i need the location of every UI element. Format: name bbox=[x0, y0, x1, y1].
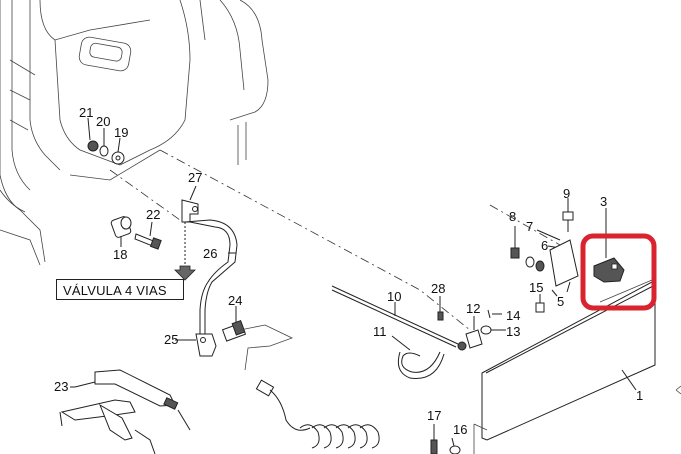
center-line-main bbox=[159, 149, 471, 331]
hose-bracket bbox=[239, 324, 294, 371]
callout-14: 14 bbox=[506, 308, 520, 323]
part-20-washer bbox=[99, 128, 109, 157]
callout-19: 19 bbox=[114, 125, 128, 140]
part-14-pin bbox=[487, 309, 502, 319]
part-7-washer bbox=[525, 229, 561, 268]
valve-label-box: VÁLVULA 4 VIAS bbox=[56, 279, 184, 300]
part-19-washer bbox=[111, 137, 125, 165]
callout-21: 21 bbox=[79, 105, 93, 120]
part-28-screw bbox=[437, 296, 444, 321]
callout-11: 11 bbox=[373, 324, 387, 339]
part-10-rod bbox=[331, 285, 459, 348]
callout-16: 16 bbox=[453, 422, 467, 437]
callout-5: 5 bbox=[557, 294, 564, 309]
edge-mark bbox=[675, 385, 681, 395]
callout-18: 18 bbox=[113, 247, 127, 262]
part-9-screw bbox=[562, 198, 574, 232]
part-25-elbow bbox=[195, 333, 217, 357]
part-26-hose bbox=[184, 219, 238, 335]
callout-7: 7 bbox=[526, 219, 533, 234]
part-21-nut bbox=[87, 117, 99, 152]
callout-13: 13 bbox=[506, 324, 520, 339]
coiled-hose bbox=[255, 379, 380, 449]
callout-25: 25 bbox=[164, 332, 178, 347]
callout-12: 12 bbox=[466, 301, 480, 316]
part-16-washer bbox=[449, 437, 461, 454]
part-22-bolt bbox=[134, 221, 162, 250]
part-17-bolt bbox=[430, 424, 438, 454]
center-line-right bbox=[489, 204, 561, 246]
callout-24: 24 bbox=[228, 293, 242, 308]
center-line-left bbox=[109, 169, 181, 221]
part-23-spray-gun bbox=[59, 369, 191, 454]
valve-label: VÁLVULA 4 VIAS bbox=[63, 283, 167, 298]
callout-23: 23 bbox=[54, 379, 68, 394]
arrow-to-valve bbox=[174, 222, 196, 281]
callout-3: 3 bbox=[600, 194, 607, 209]
part-8-bolt bbox=[510, 226, 520, 259]
leader-11 bbox=[391, 335, 411, 351]
part-18-spacer bbox=[110, 216, 132, 247]
callout-27: 27 bbox=[188, 170, 202, 185]
part-15-block bbox=[535, 294, 545, 313]
part-5-bracket bbox=[549, 239, 579, 293]
callout-20: 20 bbox=[96, 114, 110, 129]
callout-8: 8 bbox=[509, 209, 516, 224]
callout-26: 26 bbox=[203, 246, 217, 261]
leader-lines bbox=[70, 289, 558, 388]
part-12-clamp bbox=[457, 316, 483, 351]
highlight-box bbox=[580, 233, 657, 311]
callout-17: 17 bbox=[427, 408, 441, 423]
callout-22: 22 bbox=[146, 207, 160, 222]
callout-9: 9 bbox=[563, 186, 570, 201]
part-11-hook bbox=[401, 351, 441, 373]
part-27-elbow-fitting bbox=[181, 185, 199, 223]
callout-6: 6 bbox=[541, 238, 548, 253]
part-3-bracket bbox=[593, 208, 625, 283]
callout-28: 28 bbox=[431, 281, 445, 296]
part-24-connector bbox=[221, 306, 247, 342]
machine-body-outline bbox=[0, 0, 269, 266]
callout-1: 1 bbox=[636, 388, 643, 403]
callout-10: 10 bbox=[387, 289, 401, 304]
callout-15: 15 bbox=[529, 280, 543, 295]
